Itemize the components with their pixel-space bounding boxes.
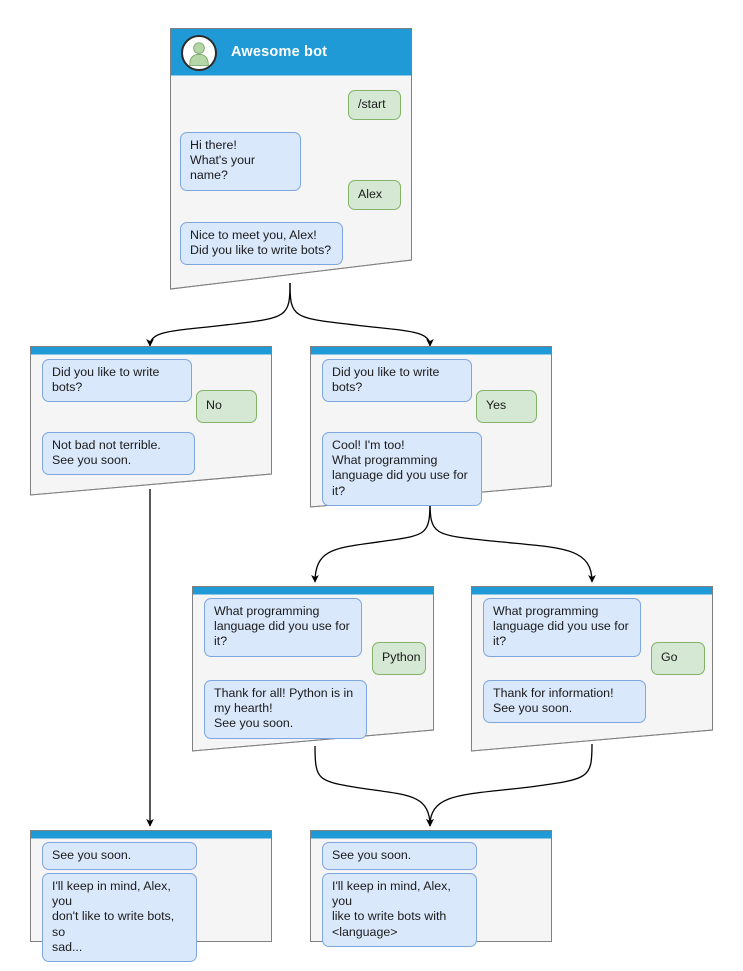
- chat-card-root[interactable]: Awesome bot /start Hi there! What's your…: [170, 28, 412, 290]
- message-bubble-bot: See you soon.: [42, 842, 197, 871]
- message-bubble-user: No: [196, 390, 257, 423]
- edge-yes-to-python: [311, 499, 431, 583]
- edge-yes-to-go: [429, 499, 596, 583]
- card-title-root: Awesome bot: [231, 44, 328, 60]
- message-bubble-user: Alex: [348, 180, 401, 210]
- message-bubble-bot: Hi there! What's your name?: [180, 132, 301, 191]
- message-bubble-bot: Cool! I'm too! What programming language…: [322, 432, 482, 506]
- message-bubble-user: /start: [348, 90, 401, 120]
- message-bubble-bot: Did you like to write bots?: [322, 359, 472, 403]
- message-bubble-bot: What programming language did you use fo…: [204, 598, 362, 657]
- chat-card-python-branch[interactable]: What programming language did you use fo…: [192, 586, 434, 752]
- chat-card-go-branch[interactable]: What programming language did you use fo…: [471, 586, 713, 752]
- message-bubble-bot: Thank for all! Python is in my hearth! S…: [204, 680, 367, 739]
- message-bubble-bot: See you soon.: [322, 842, 477, 871]
- message-bubble-bot: Nice to meet you, Alex! Did you like to …: [180, 222, 343, 266]
- message-bubble-bot: I'll keep in mind, Alex, you don't like …: [42, 873, 197, 963]
- message-bubble-user: Go: [651, 642, 705, 675]
- message-bubble-user: Yes: [476, 390, 537, 423]
- chat-card-end-sad[interactable]: See you soon. I'll keep in mind, Alex, y…: [30, 830, 272, 963]
- edge-root-to-yes: [289, 282, 434, 347]
- person-avatar-icon: [181, 35, 217, 71]
- chat-card-end-happy[interactable]: See you soon. I'll keep in mind, Alex, y…: [310, 830, 552, 947]
- message-bubble-bot: Not bad not terrible. See you soon.: [42, 432, 195, 476]
- chat-card-no-branch[interactable]: Did you like to write bots? No Not bad n…: [30, 346, 272, 496]
- edge-python-to-end-happy: [314, 745, 434, 827]
- edge-go-to-end-happy: [426, 743, 593, 827]
- chat-card-yes-branch[interactable]: Did you like to write bots? Yes Cool! I'…: [310, 346, 552, 508]
- edge-root-to-no: [146, 282, 291, 347]
- message-bubble-bot: Did you like to write bots?: [42, 359, 192, 403]
- message-bubble-bot: I'll keep in mind, Alex, you like to wri…: [322, 873, 477, 947]
- message-bubble-user: Python: [372, 642, 426, 675]
- message-bubble-bot: What programming language did you use fo…: [483, 598, 641, 657]
- message-bubble-bot: Thank for information! See you soon.: [483, 680, 646, 724]
